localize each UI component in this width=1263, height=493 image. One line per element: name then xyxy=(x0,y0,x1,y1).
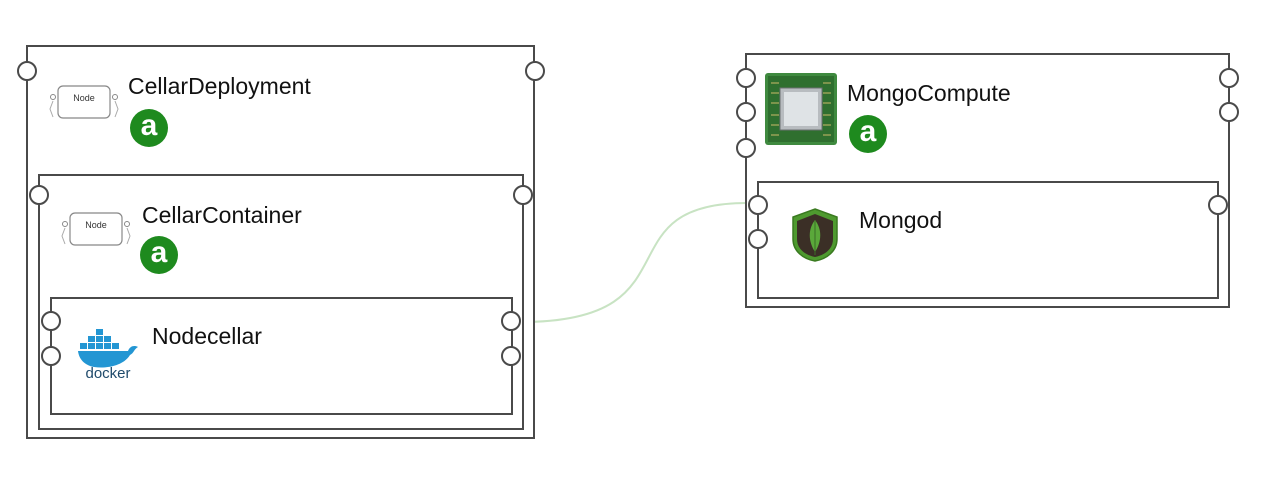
mongodb-leaf-icon xyxy=(792,208,838,262)
port-mongo-compute-right-2[interactable] xyxy=(1219,102,1239,122)
node-cellar-deployment[interactable]: Node CellarDeployment a Node CellarConta… xyxy=(17,45,545,439)
port-mongo-compute-right-1[interactable] xyxy=(1219,68,1239,88)
a-badge-icon: a xyxy=(130,109,168,147)
a-badge-icon: a xyxy=(140,236,178,274)
node-title: Mongod xyxy=(859,207,943,233)
node-type-label: Node xyxy=(73,93,95,103)
docker-wordmark: docker xyxy=(85,365,130,381)
port-mongod-left-1[interactable] xyxy=(748,195,768,215)
port-mongod-left-2[interactable] xyxy=(748,229,768,249)
port-mongo-compute-left-1[interactable] xyxy=(736,68,756,88)
node-nodecellar[interactable]: docker Nodecellar xyxy=(41,297,521,415)
node-cellar-container[interactable]: Node CellarContainer a xyxy=(29,174,533,430)
node-type-icon: Node xyxy=(61,212,131,246)
port-mongo-compute-left-3[interactable] xyxy=(736,138,756,158)
compute-chip-icon xyxy=(765,73,837,145)
port-nodecellar-right-2[interactable] xyxy=(501,346,521,366)
node-type-icon: Node xyxy=(49,85,119,119)
docker-icon: docker xyxy=(78,329,138,381)
port-cellar-container-right[interactable] xyxy=(513,185,533,205)
node-type-label: Node xyxy=(85,220,107,230)
node-mongo-compute[interactable]: MongoCompute a Mongod xyxy=(736,53,1239,308)
port-mongo-compute-left-2[interactable] xyxy=(736,102,756,122)
a-badge-icon: a xyxy=(849,115,887,153)
relationship-link-nodecellar-mongod[interactable] xyxy=(520,202,748,323)
node-title: CellarDeployment xyxy=(128,73,311,99)
node-title: MongoCompute xyxy=(847,80,1011,106)
port-nodecellar-right-1[interactable] xyxy=(501,311,521,331)
node-title: CellarContainer xyxy=(142,202,302,228)
port-cellar-container-left[interactable] xyxy=(29,185,49,205)
port-cellar-deployment-right[interactable] xyxy=(525,61,545,81)
port-nodecellar-left-2[interactable] xyxy=(41,346,61,366)
port-cellar-deployment-left[interactable] xyxy=(17,61,37,81)
port-nodecellar-left-1[interactable] xyxy=(41,311,61,331)
port-mongod-right-1[interactable] xyxy=(1208,195,1228,215)
node-title: Nodecellar xyxy=(152,323,262,349)
node-mongod[interactable]: Mongod xyxy=(748,181,1228,299)
